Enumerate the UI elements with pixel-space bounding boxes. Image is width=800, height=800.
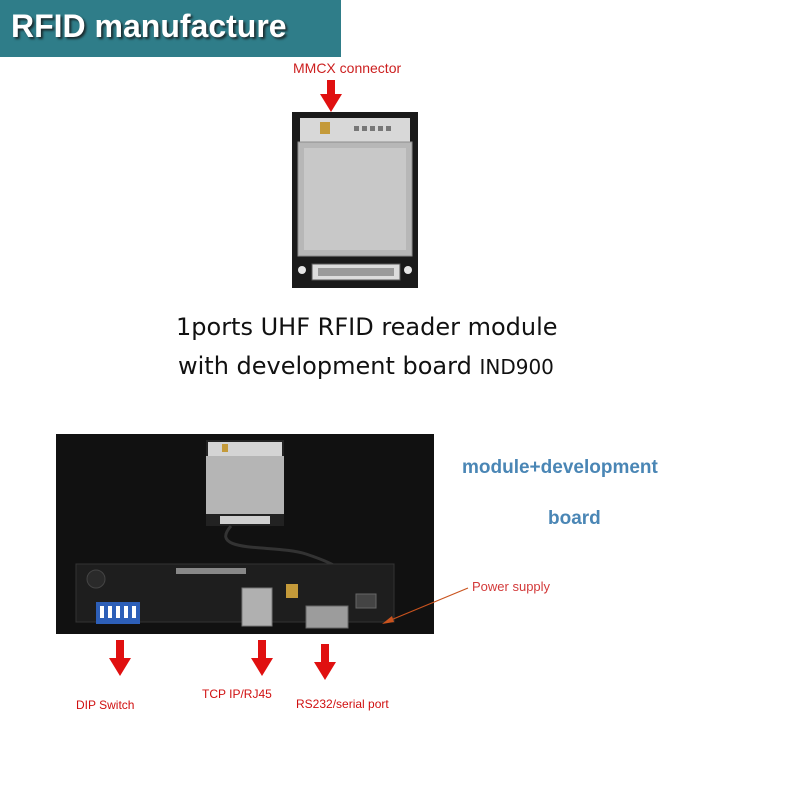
power-supply-arrow-icon [382, 587, 469, 624]
product-title-prefix: with development board [178, 352, 472, 380]
power-supply-label: Power supply [472, 579, 551, 594]
development-board-image [56, 434, 434, 634]
serial-port-arrow-icon [314, 644, 336, 680]
product-title-line1: 1ports UHF RFID reader module [176, 313, 558, 341]
product-model: IND900 [479, 355, 554, 379]
board-caption-line2: board [548, 508, 601, 529]
serial-port-label: RS232/serial port [296, 697, 389, 711]
tcp-ip-label: TCP IP/RJ45 [202, 687, 272, 701]
title-banner: RFID manufacture [0, 0, 341, 57]
tcp-ip-arrow-icon [251, 640, 273, 676]
mmcx-connector-label: MMCX connector [293, 60, 402, 76]
dip-switch-label: DIP Switch [76, 698, 135, 712]
product-title-line2: with development board IND900 [178, 352, 554, 380]
rfid-module-image [292, 112, 418, 288]
board-caption-line1: module+development [462, 457, 658, 478]
mmcx-arrow-icon [320, 80, 342, 112]
banner-title: RFID manufacture [11, 8, 287, 44]
dip-switch-arrow-icon [109, 640, 131, 676]
